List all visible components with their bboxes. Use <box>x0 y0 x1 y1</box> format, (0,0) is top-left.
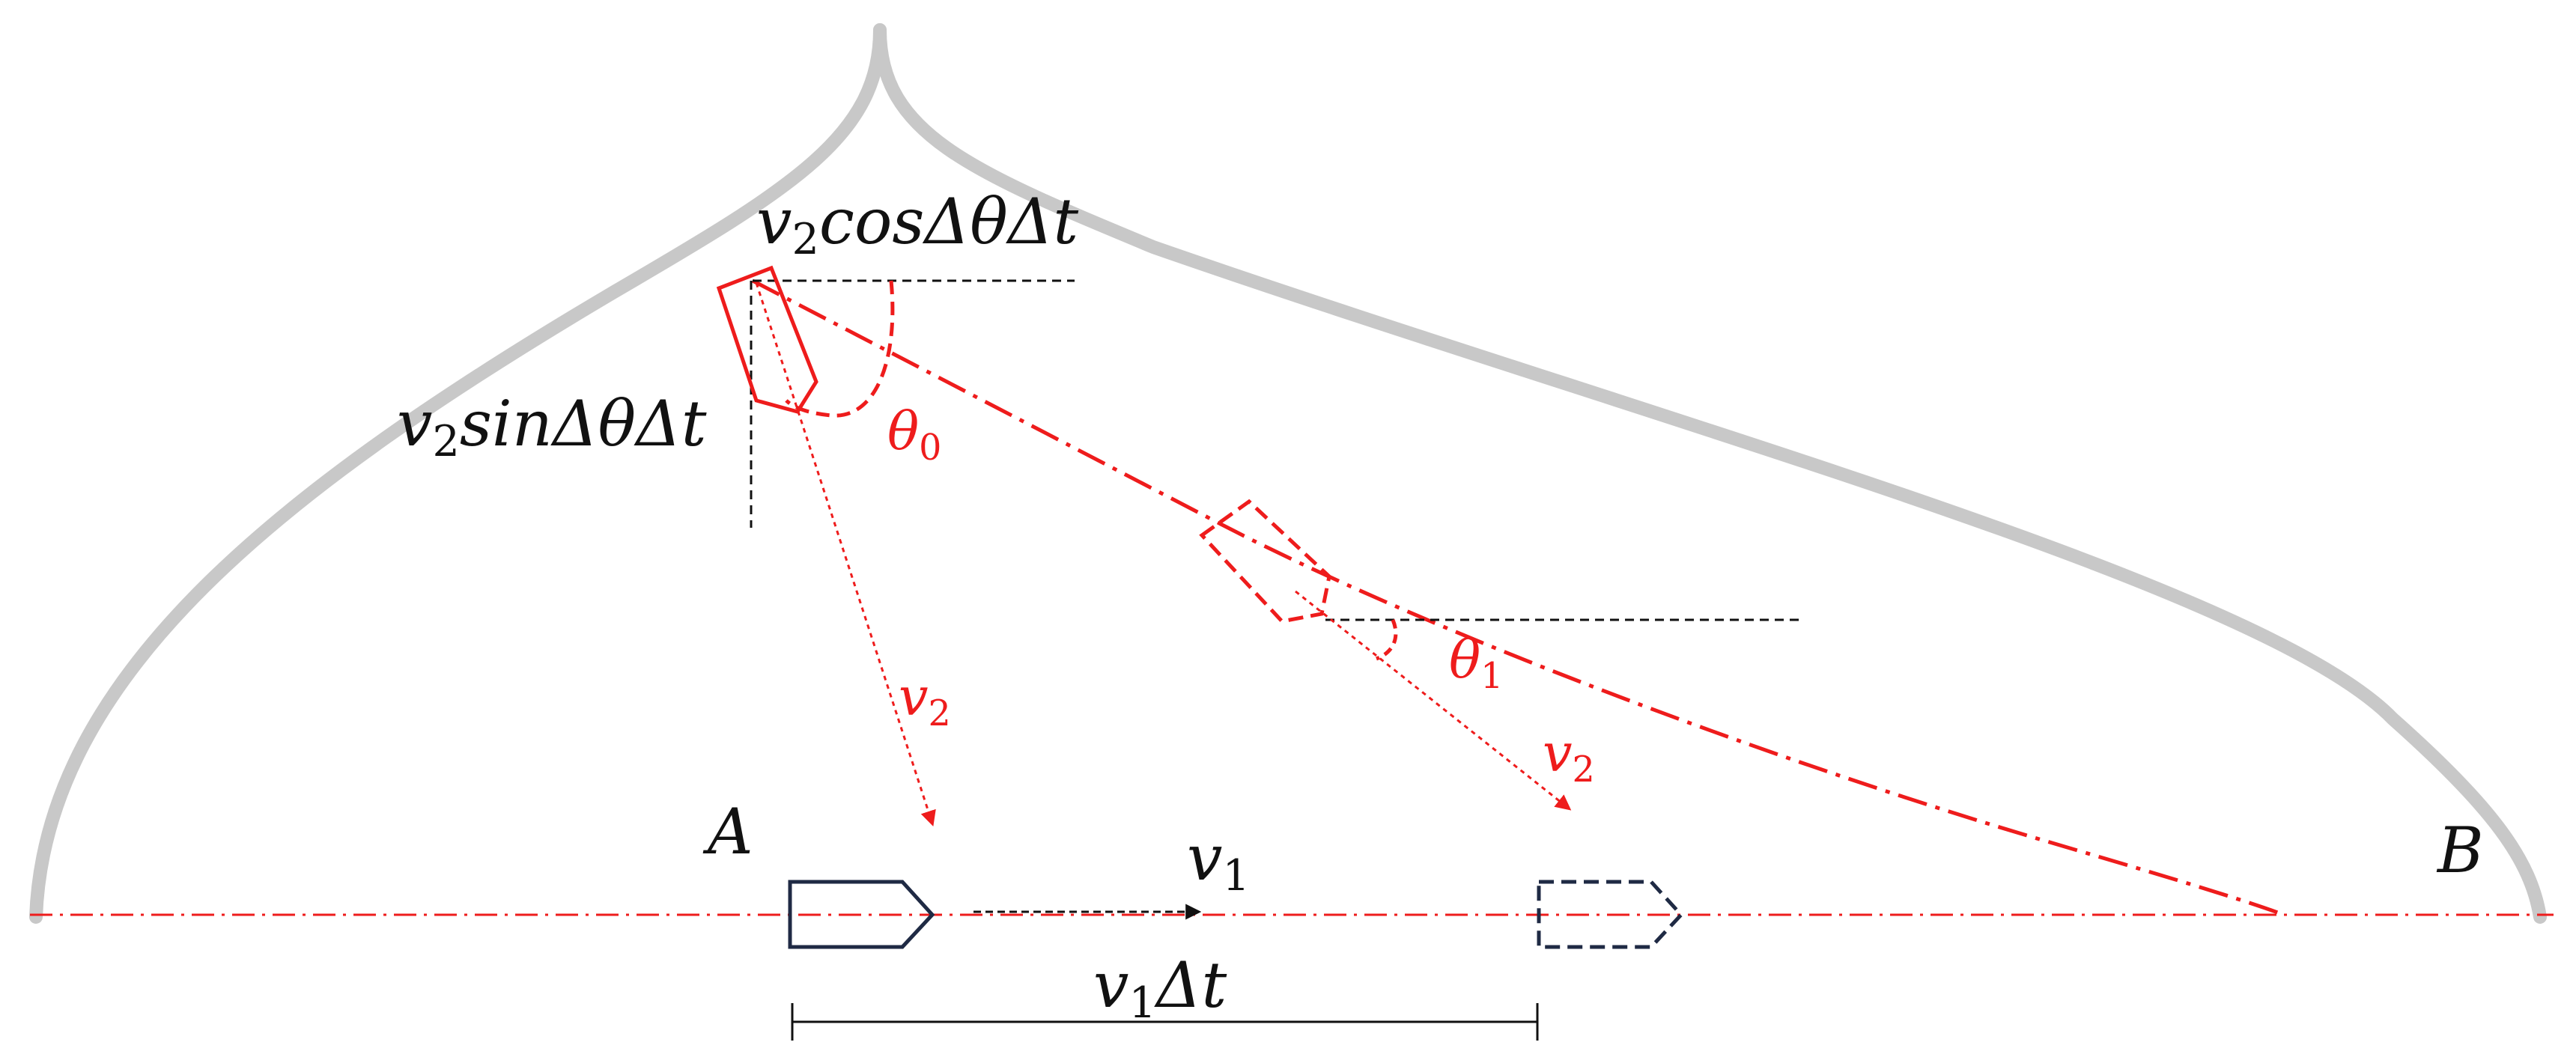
label-v1: v1 <box>1187 821 1250 901</box>
boundary-right-arc <box>873 23 2547 924</box>
velocity-arrow-v2-right <box>1295 590 1572 811</box>
label-v2-right: v2 <box>1543 722 1595 791</box>
target-later-shape <box>1537 880 1684 949</box>
velocity-arrow-v2-left <box>755 282 936 826</box>
label-theta0: θ0 <box>887 400 941 469</box>
label-point-a: A <box>702 795 753 868</box>
label-v2-left: v2 <box>899 666 951 734</box>
label-v2-cos: v2cosΔθΔt <box>756 185 1078 264</box>
boundary-left-arc <box>29 23 887 924</box>
label-point-b: B <box>2436 814 2484 887</box>
pursuer-start-shape <box>716 265 818 414</box>
target-start-shape <box>788 880 935 949</box>
pursuer-mid-shape <box>1199 499 1331 624</box>
label-v1-dt: v1Δt <box>1093 948 1227 1028</box>
label-theta1: θ1 <box>1449 629 1503 697</box>
pursuit-trajectory <box>751 278 2285 917</box>
angle-arc-theta1 <box>1376 619 1398 661</box>
label-v2-sin: v2sinΔθΔt <box>397 387 707 466</box>
